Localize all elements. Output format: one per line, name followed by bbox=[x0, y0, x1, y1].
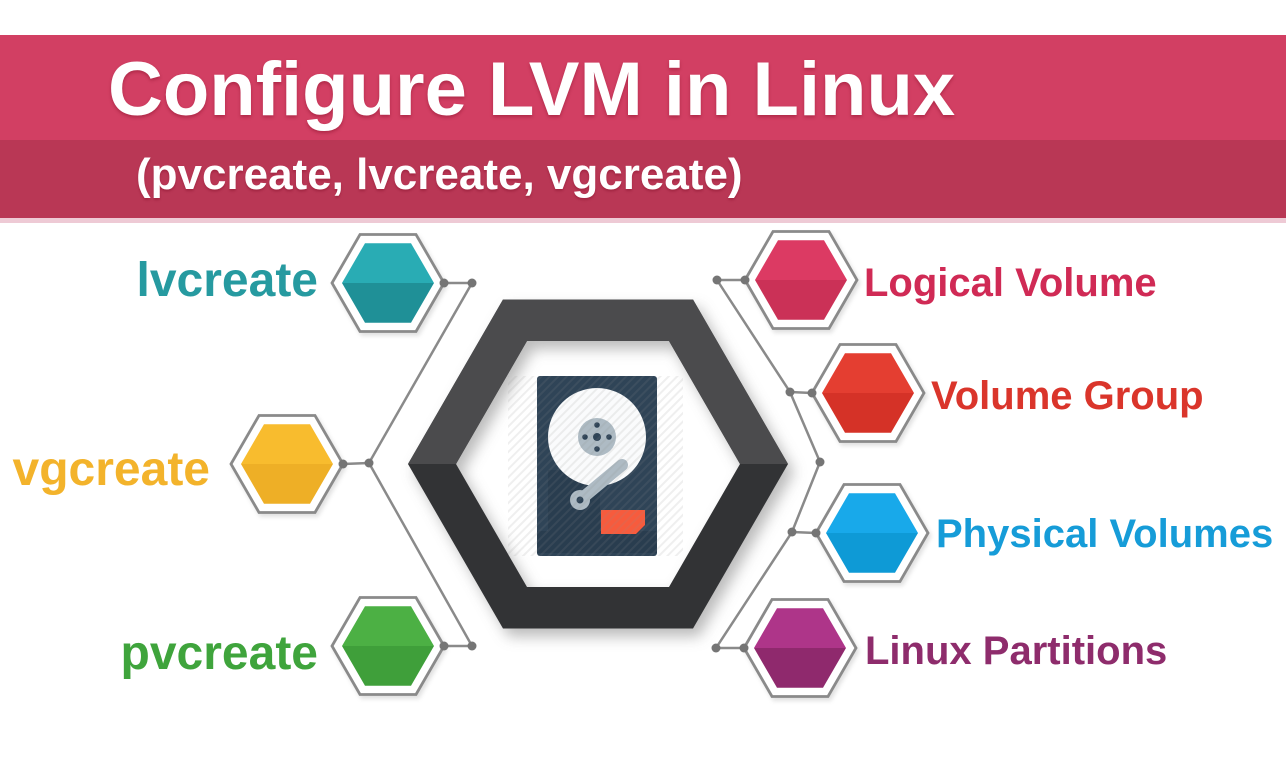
header-subband bbox=[0, 140, 1286, 218]
label-linux-partitions: Linux Partitions bbox=[865, 629, 1168, 673]
center-hexagon bbox=[408, 299, 788, 629]
hexagon-lvcreate bbox=[330, 233, 446, 333]
page-title: Configure LVM in Linux bbox=[108, 47, 956, 132]
header-band bbox=[0, 35, 1286, 140]
label-pvcreate: pvcreate bbox=[120, 627, 318, 680]
label-logical-volume: Logical Volume bbox=[864, 261, 1157, 305]
hexagon-pvcreate bbox=[330, 596, 446, 696]
hexagon-linux-partitions bbox=[742, 598, 858, 698]
hatch-texture bbox=[508, 376, 683, 556]
label-physical-volumes: Physical Volumes bbox=[936, 512, 1274, 556]
hexagon-physical-volumes bbox=[814, 483, 930, 583]
hard-disk-drive-icon bbox=[508, 376, 683, 556]
label-vgcreate: vgcreate bbox=[12, 443, 210, 496]
hexagon-logical-volume bbox=[743, 230, 859, 330]
connector-dots bbox=[338, 275, 825, 653]
hexagon-vgcreate bbox=[229, 414, 345, 514]
label-volume-group: Volume Group bbox=[931, 374, 1204, 418]
page-subtitle: (pvcreate, lvcreate, vgcreate) bbox=[136, 150, 743, 199]
label-lvcreate: lvcreate bbox=[136, 254, 318, 307]
header-strip bbox=[0, 218, 1286, 223]
hexagon-volume-group bbox=[810, 343, 926, 443]
